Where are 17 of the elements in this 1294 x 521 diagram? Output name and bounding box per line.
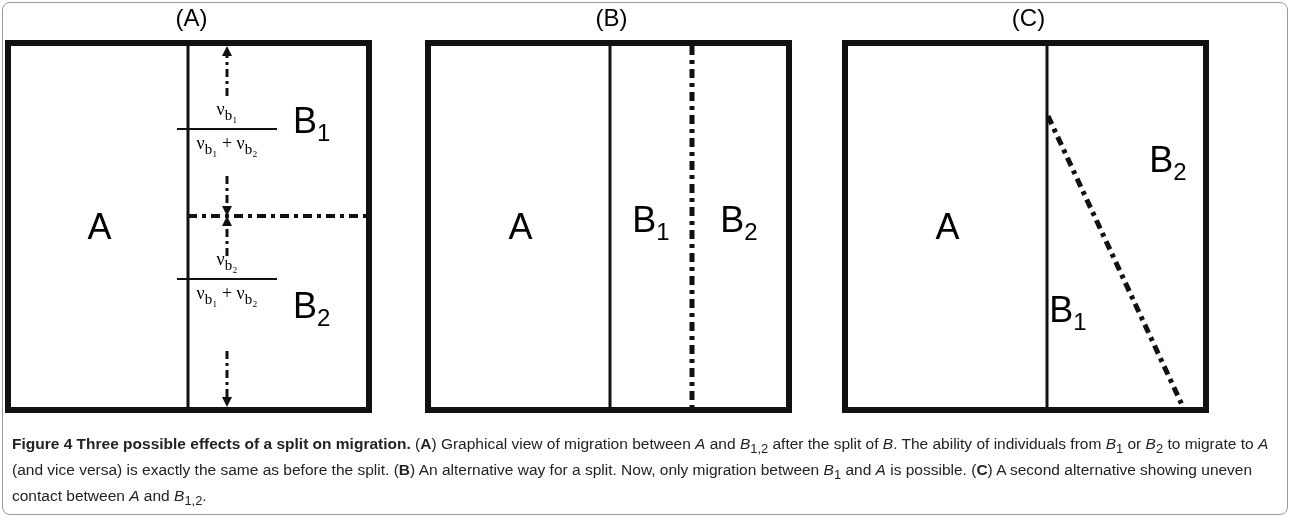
- region-label: B$_{2}$: [293, 286, 331, 334]
- fraction-numerator: ν$_{b₂}$: [215, 248, 239, 275]
- region-label: A: [935, 206, 960, 247]
- panel-heading: (B): [594, 4, 629, 32]
- region-label: B$_{1}$: [632, 200, 670, 248]
- fraction-denominator: ν$_{b₁}$ + ν$_{b₂}$: [195, 131, 259, 159]
- fraction-numerator: ν$_{b₁}$: [215, 98, 239, 125]
- fraction-denominator: ν$_{b₁}$ + ν$_{b₂}$: [195, 281, 259, 309]
- panel-heading: (A): [174, 4, 209, 32]
- region-label: B$_{1}$: [293, 101, 331, 149]
- region-label: A: [508, 206, 533, 247]
- region-label: B$_{2}$: [1149, 139, 1187, 188]
- panel-heading: (C): [1010, 4, 1047, 32]
- region-label: A: [87, 206, 112, 247]
- figure-caption: Figure 4 Three possible effects of a split on migration. (A) Graphical view of migration between A and B$_{1,2}$ after the split of B. The ability of individuals from B$_{1}$ or B$_{2}$ to migrate to A (and vice versa) is exactly the same as before the split. (B) An alternative way for a split. Now, only migration between B$_{1}$ and A is possible. (C) A second alternative showing uneven contact between A and B$_{1,2}$.: [12, 434, 1270, 511]
- region-label: B$_{1}$: [1049, 289, 1087, 338]
- region-label: B$_{2}$: [720, 200, 758, 248]
